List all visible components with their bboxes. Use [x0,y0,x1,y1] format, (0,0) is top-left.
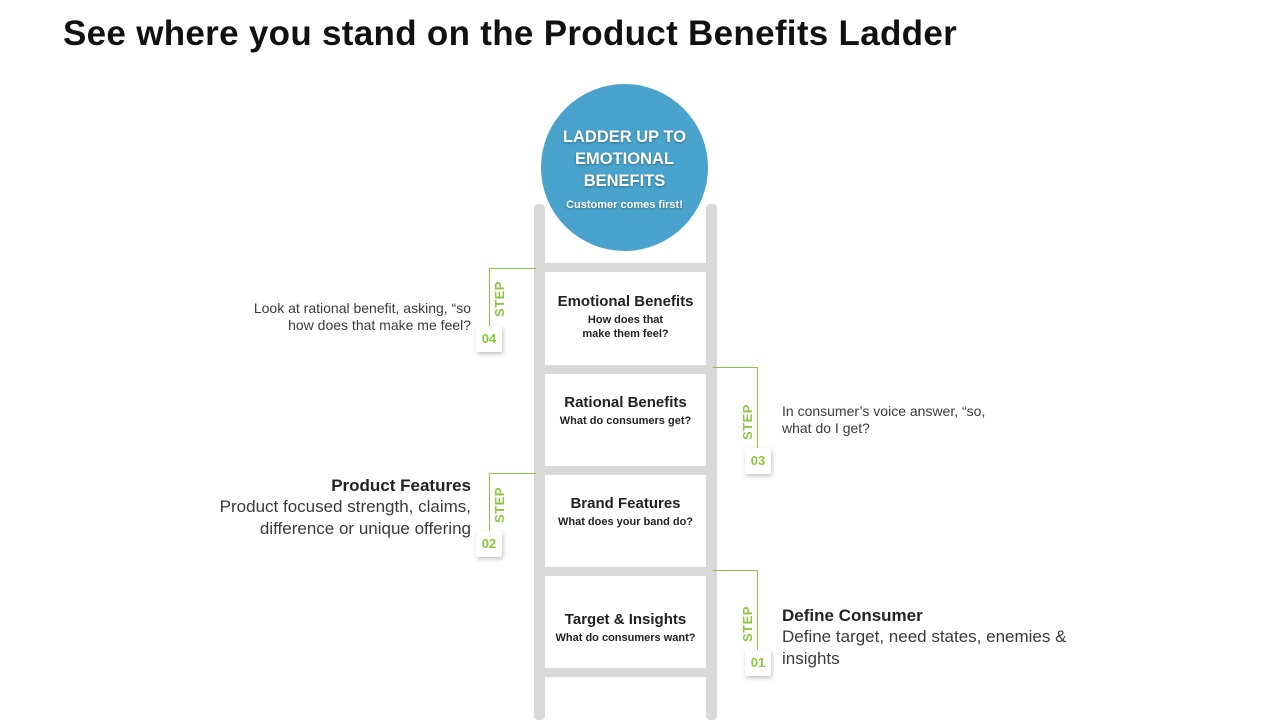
step-01-heading: Define Consumer [782,606,923,625]
step-04-number-badge: 04 [476,326,502,352]
step-03-number-badge: 03 [745,448,771,474]
step-02-label: STEP [492,487,507,523]
ladder-rung [540,263,710,272]
step-04-description: Look at rational benefit, asking, “so ho… [250,300,471,334]
step-01-description: Define Consumer Define target, need stat… [782,606,1112,670]
ladder-rail-right [706,204,717,720]
rung-title: Emotional Benefits [557,293,694,310]
step-02-description: Product Features Product focused strengt… [180,476,471,540]
rung-box-rational-benefits: Rational Benefits What do consumers get? [545,374,706,466]
rung-box-brand-features: Brand Features What does your band do? [545,475,706,567]
step-04-connector [489,268,536,327]
ladder-rung [540,365,710,374]
step-04-label: STEP [492,281,507,317]
step-03-label: STEP [740,404,755,440]
ladder-rung [540,668,710,677]
ladder-top-circle: LADDER UP TO EMOTIONAL BENEFITS Customer… [541,84,708,251]
step-04-text: Look at rational benefit, asking, “so ho… [253,300,471,333]
rung-box-emotional-benefits: Emotional Benefits How does that make th… [545,272,706,365]
step-01-connector [713,570,758,651]
rung-title: Target & Insights [564,611,687,628]
rung-subtitle: How does that make them feel? [582,314,669,340]
ladder-rung [540,466,710,475]
rung-title: Rational Benefits [564,394,687,411]
rung-subtitle: What does your band do? [557,516,694,528]
ladder-rung [540,567,710,576]
step-01-number-badge: 01 [745,650,771,676]
circle-subtitle: Customer comes first! [566,199,683,211]
step-03-connector [713,367,758,448]
rung-subtitle: What do consumers want? [555,632,696,644]
step-01-label: STEP [740,606,755,642]
rung-title: Brand Features [570,495,681,512]
step-02-text: Product focused strength, claims, differ… [219,497,471,538]
step-03-text: In consumer’s voice answer, “so, what do… [782,403,986,436]
ladder-rail-left [534,204,545,720]
step-02-connector [489,473,536,532]
circle-title: LADDER UP TO EMOTIONAL BENEFITS [562,128,687,190]
rung-subtitle: What do consumers get? [559,415,692,427]
step-01-text: Define target, need states, enemies & in… [782,627,1067,668]
page-title: See where you stand on the Product Benef… [63,14,958,53]
step-02-number-badge: 02 [476,531,502,557]
rung-box-target-insights: Target & Insights What do consumers want… [545,576,706,668]
step-03-description: In consumer’s voice answer, “so, what do… [782,403,1012,437]
step-02-heading: Product Features [331,476,471,495]
